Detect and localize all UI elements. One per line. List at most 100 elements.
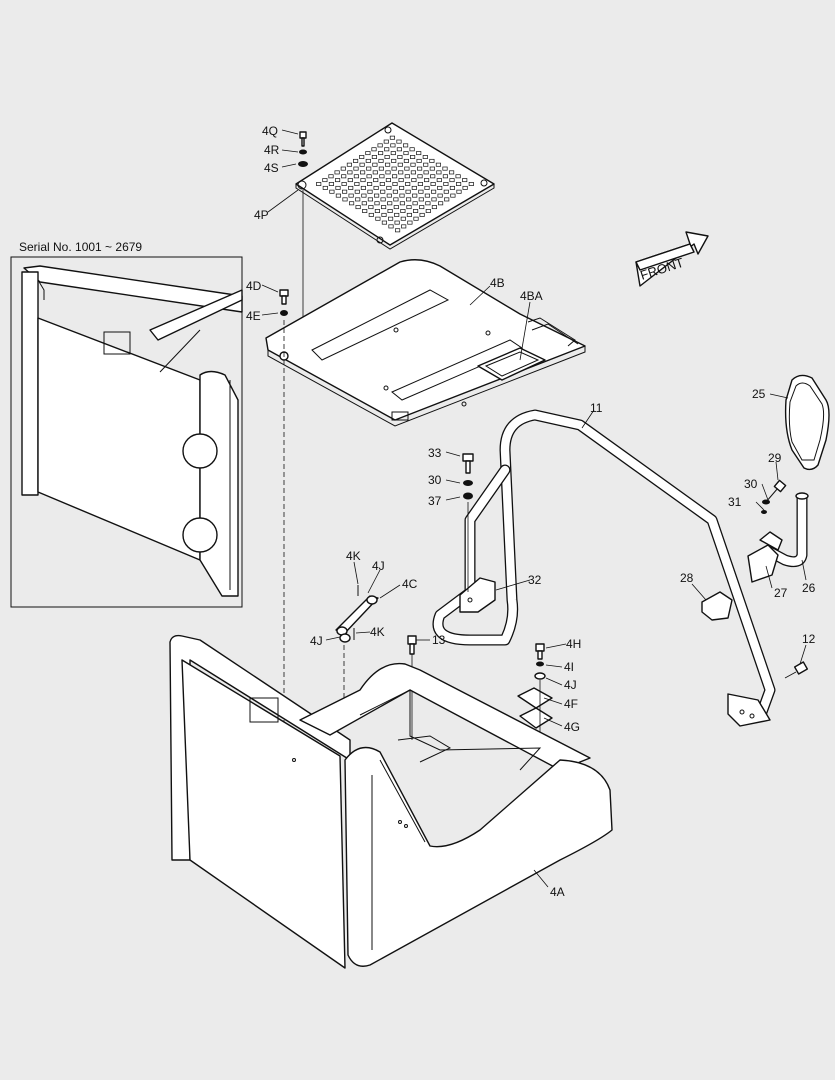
grille-slot — [372, 170, 378, 175]
grille-slot — [399, 193, 405, 198]
grille-slot — [410, 170, 416, 175]
grille-slot — [392, 182, 398, 186]
callout-29: 29 — [768, 451, 782, 465]
grille-slot — [429, 158, 435, 163]
grille-slot — [404, 174, 410, 179]
callout-30-left: 30 — [428, 473, 442, 487]
grille-slot — [423, 162, 429, 167]
grille-slot — [335, 178, 341, 183]
grille-slot — [379, 174, 385, 179]
grille-slot — [362, 209, 368, 213]
grille-slot — [368, 205, 374, 210]
serial-inset: Serial No. 1001 ~ 2679 — [10, 240, 243, 608]
grille-slot — [353, 158, 359, 163]
grille-slot — [425, 201, 431, 206]
callout-4a: 4A — [550, 885, 565, 899]
front-arrow: FRONT — [635, 231, 709, 287]
callout-4e: 4E — [246, 309, 261, 323]
callout-11: 11 — [590, 401, 603, 415]
grille-slot — [403, 158, 409, 163]
callout-12: 12 — [802, 632, 816, 646]
callout-4h: 4H — [566, 637, 581, 651]
callout-4j-right: 4J — [564, 678, 577, 692]
grille-slot — [424, 178, 430, 183]
grille-slot — [384, 155, 390, 159]
grille-slot — [419, 205, 425, 210]
grille-slot — [322, 185, 328, 190]
grille-slot — [346, 162, 352, 167]
grille-slot — [366, 174, 372, 179]
grille-slot — [329, 189, 335, 194]
grille-slot — [419, 212, 425, 217]
callout-4ba: 4BA — [520, 289, 543, 303]
grille-plate — [295, 122, 495, 250]
grille-slot — [468, 182, 474, 186]
callout-4r: 4R — [264, 143, 280, 157]
roof-panel — [265, 259, 586, 427]
grille-slot — [413, 209, 419, 213]
grille-slot — [394, 212, 400, 217]
grille-slot — [410, 162, 416, 167]
grille-slot — [429, 166, 435, 171]
grille-slot — [354, 189, 360, 194]
grille-slot — [367, 197, 373, 202]
grille-slot — [407, 220, 413, 225]
grille-slot — [390, 151, 396, 156]
grille-slot — [386, 185, 392, 190]
grille-slot — [431, 189, 437, 194]
grille-slot — [391, 158, 397, 163]
handrail-tube — [432, 409, 776, 727]
callout-4k-top: 4K — [346, 549, 361, 563]
grille-slot — [412, 193, 418, 198]
grille-slot — [387, 209, 393, 213]
grille-slot — [417, 166, 423, 171]
grille-slot — [398, 178, 404, 183]
grille-slot — [410, 155, 416, 159]
callout-4i: 4I — [564, 660, 574, 674]
grille-slot — [462, 178, 468, 183]
grille-slot — [422, 155, 428, 159]
callout-25: 25 — [752, 387, 766, 401]
grille-slot — [359, 162, 365, 167]
grille-slot — [377, 143, 383, 148]
grille-slot — [399, 185, 405, 190]
grille-slot — [443, 189, 449, 194]
grille-slot — [390, 143, 396, 148]
grille-slot — [411, 185, 417, 190]
grille-slot — [431, 197, 437, 202]
grille-slot — [347, 178, 353, 183]
callout-4q: 4Q — [262, 124, 278, 138]
grille-slot — [342, 189, 348, 194]
grille-slot — [401, 224, 407, 229]
callout-4p: 4P — [254, 208, 269, 222]
callout-32: 32 — [528, 573, 542, 587]
grille-slot — [423, 170, 429, 175]
grille-slot — [404, 166, 410, 171]
callout-26: 26 — [802, 581, 816, 595]
callout-4d: 4D — [246, 279, 262, 293]
callout-30-right: 30 — [744, 477, 758, 491]
grille-slot — [456, 182, 462, 186]
grille-slot — [373, 178, 379, 183]
grille-slot — [347, 170, 353, 175]
grille-slot — [437, 185, 443, 190]
callout-4b: 4B — [490, 276, 505, 290]
callout-4c: 4C — [402, 577, 418, 591]
grille-slot — [416, 151, 422, 156]
grille-slot — [444, 197, 450, 202]
grille-slot — [443, 182, 449, 186]
grille-slot — [342, 197, 348, 202]
callout-37: 37 — [428, 494, 442, 508]
grille-slot — [335, 185, 341, 190]
grille-slot — [353, 166, 359, 171]
grille-slot — [400, 216, 406, 221]
grille-slot — [341, 174, 347, 179]
grille-slot — [381, 212, 387, 217]
grille-slot — [436, 170, 442, 175]
grille-slot — [385, 162, 391, 167]
grille-slot — [334, 170, 340, 175]
grille-slot — [385, 170, 391, 175]
grille-slot — [366, 166, 372, 171]
grille-slot — [365, 151, 371, 156]
grille-slot — [389, 135, 395, 140]
